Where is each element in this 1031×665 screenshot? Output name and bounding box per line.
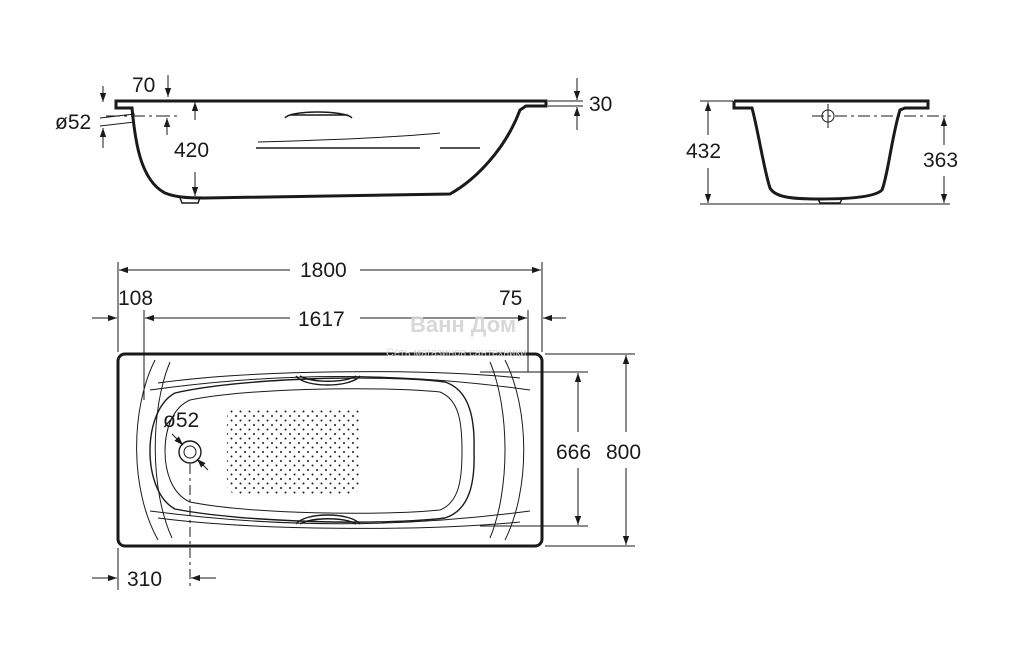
top-view-left-arc-inner [154,361,173,539]
top-dim-1617-label: 1617 [298,308,345,331]
watermark: Ванн Дом Сеть магазинов сантехники [386,312,526,359]
top-dim-310-label: 310 [127,568,162,591]
top-view-drain-arrow-2 [196,458,209,471]
top-dim-108-label: 108 [118,287,153,310]
side-dim-52-leader-bottom [99,121,136,127]
top-view-inner-basin [149,377,475,523]
top-view-anti-slip-pattern [227,408,361,494]
end-view: 432 363 [686,99,958,205]
top-view-rim-line-bottom-1 [157,517,521,529]
end-dim-432-label: 432 [686,140,721,163]
top-view-right-arc-inner [489,361,506,539]
top-view-drain-inner [183,445,197,459]
top-view-right-arc-outer [504,359,525,541]
top-dim-666-label: 666 [556,441,591,464]
top-dim-diameter-52-label: ø52 [163,409,199,432]
top-view-inner-contour [164,388,463,514]
side-view-drain-bump [179,197,201,204]
top-view: 1800 108 75 1617 [92,259,641,591]
top-view-handle-bottom [295,514,361,525]
top-view-rim-line-top-1 [157,371,521,384]
top-dim-800-label: 800 [606,441,641,464]
top-view-rim-line-top-2 [149,376,531,391]
side-view-tub-outline [114,99,548,200]
top-dim-75-label: 75 [499,287,522,310]
side-dim-diameter-52-label: ø52 [55,111,91,134]
watermark-brand: Ванн Дом [410,312,516,337]
end-view-drain-bump [817,198,843,204]
top-view-outer-rim [116,352,544,548]
top-view-left-arc-outer [136,359,159,541]
end-view-tub-outline [732,99,930,201]
top-view-drain-outer [178,440,202,464]
watermark-tagline: Сеть магазинов сантехники [386,347,526,359]
side-dim-30-label: 30 [589,93,612,116]
side-view-inner-curve [257,132,441,143]
side-dim-70-label: 70 [132,74,155,97]
top-view-drain-arrow-1 [171,433,184,446]
top-dim-1800-label: 1800 [300,259,347,282]
top-view-handle-top [295,375,361,386]
side-dim-52-leader-top [99,113,136,119]
top-view-rim-line-bottom-2 [149,510,531,525]
side-dim-420-label: 420 [174,139,209,162]
end-dim-363-label: 363 [923,149,958,172]
side-view: 70 ø52 420 30 [55,74,612,204]
side-view-handle [284,111,353,119]
